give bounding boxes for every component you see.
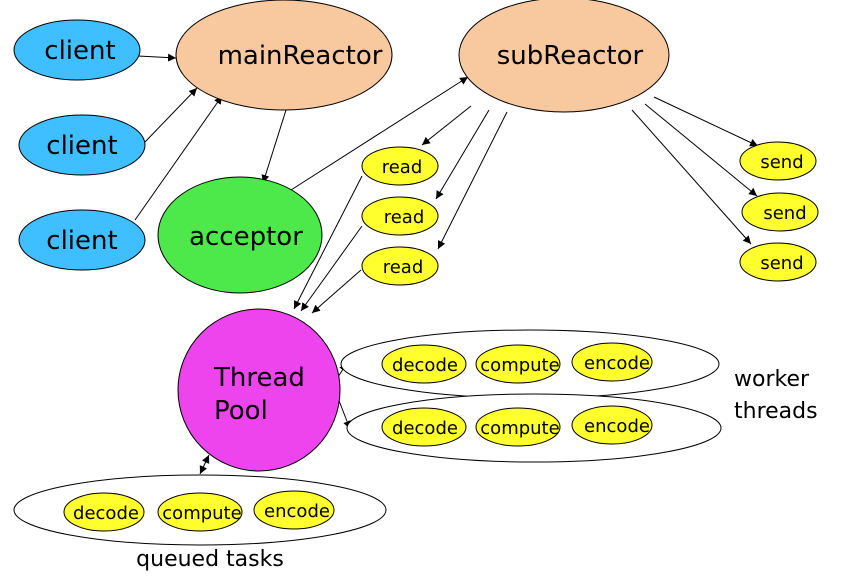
send-ellipse bbox=[739, 242, 817, 282]
read-ellipse bbox=[361, 146, 439, 186]
send-label: send bbox=[760, 253, 803, 274]
client-node: client bbox=[18, 114, 146, 176]
edge-sub-read1 bbox=[421, 105, 472, 146]
acceptor-node: acceptor bbox=[157, 176, 323, 294]
task-compute-label: compute bbox=[480, 418, 559, 439]
acceptor-ellipse bbox=[157, 176, 323, 294]
send-label: send bbox=[760, 152, 803, 173]
edge-client3-main bbox=[134, 95, 223, 221]
edge-acceptor-sub bbox=[290, 76, 469, 191]
read-node: read bbox=[361, 246, 439, 286]
edge-main-acceptor bbox=[261, 109, 287, 184]
task-compute-ellipse bbox=[157, 492, 243, 532]
task-encode-label: encode bbox=[264, 501, 330, 522]
edge-sub-read3 bbox=[437, 111, 508, 250]
task-encode-ellipse bbox=[571, 342, 653, 382]
task-compute-label: compute bbox=[162, 503, 241, 524]
task-decode-label: decode bbox=[73, 503, 139, 524]
client-label: client bbox=[46, 226, 117, 256]
send-node: send bbox=[741, 192, 819, 232]
client-ellipse bbox=[13, 19, 141, 81]
read-label: read bbox=[384, 207, 425, 228]
task-decode-label: decode bbox=[392, 355, 458, 376]
sub-reactor-label: subReactor bbox=[497, 41, 644, 71]
send-label: send bbox=[763, 203, 806, 224]
worker-threads-label-line2: threads bbox=[734, 399, 818, 424]
task-compute-label: compute bbox=[480, 355, 559, 376]
edge-sub-send2 bbox=[644, 103, 758, 197]
read-ellipse bbox=[361, 246, 439, 286]
send-node: send bbox=[739, 242, 817, 282]
edge-client2-main bbox=[144, 87, 198, 143]
task-compute-ellipse bbox=[475, 344, 561, 384]
client-node: client bbox=[13, 19, 141, 81]
read-label: read bbox=[382, 157, 423, 178]
main-reactor-node: mainReactor bbox=[175, 0, 393, 111]
thread-pool-circle bbox=[177, 308, 341, 472]
client-ellipse bbox=[18, 209, 146, 271]
main-reactor-label: mainReactor bbox=[218, 41, 383, 71]
edge-read2-pool bbox=[300, 225, 363, 312]
task-encode-ellipse bbox=[253, 490, 335, 530]
client-node: client bbox=[18, 209, 146, 271]
client-label: client bbox=[44, 36, 115, 66]
thread-pool-label-line1: Thread bbox=[213, 363, 305, 393]
acceptor-label: acceptor bbox=[189, 222, 303, 252]
thread-pool-label-line2: Pool bbox=[214, 396, 268, 426]
edge-sub-send3 bbox=[631, 109, 752, 245]
edge-sub-read2 bbox=[435, 109, 490, 200]
task-decode-label: decode bbox=[392, 418, 458, 439]
worker-threads-label-line1: worker bbox=[734, 367, 810, 392]
send-ellipse bbox=[739, 141, 817, 181]
task-decode-ellipse bbox=[381, 407, 467, 447]
edges bbox=[134, 53, 759, 475]
queued-tasks-label: queued tasks bbox=[136, 547, 284, 572]
task-encode-ellipse bbox=[571, 405, 653, 445]
task-compute-ellipse bbox=[475, 407, 561, 447]
read-node: read bbox=[361, 196, 439, 236]
edge-client1-main bbox=[137, 53, 177, 62]
task-decode-ellipse bbox=[381, 344, 467, 384]
client-ellipse bbox=[18, 114, 146, 176]
edge-read1-pool bbox=[293, 175, 363, 310]
send-node: send bbox=[739, 141, 817, 181]
client-label: client bbox=[46, 131, 117, 161]
sub-reactor-node: subReactor bbox=[458, 0, 670, 113]
read-node: read bbox=[361, 146, 439, 186]
sub-reactor-ellipse bbox=[458, 0, 670, 113]
edge-sub-send1 bbox=[653, 96, 759, 147]
task-decode-ellipse bbox=[63, 492, 145, 532]
task-encode-label: encode bbox=[584, 416, 650, 437]
queued-task-row: decode compute encode bbox=[13, 474, 387, 546]
task-encode-label: encode bbox=[584, 353, 650, 374]
edge-read3-pool bbox=[311, 269, 362, 314]
worker-thread-row: decode compute encode bbox=[340, 329, 720, 399]
edge-pool-queue bbox=[199, 454, 210, 475]
worker-thread-row: decode compute encode bbox=[346, 393, 722, 463]
thread-pool-node: Thread Pool bbox=[177, 308, 341, 472]
main-reactor-ellipse bbox=[175, 0, 393, 111]
read-ellipse bbox=[361, 196, 439, 236]
send-ellipse bbox=[741, 192, 819, 232]
read-label: read bbox=[383, 257, 424, 278]
